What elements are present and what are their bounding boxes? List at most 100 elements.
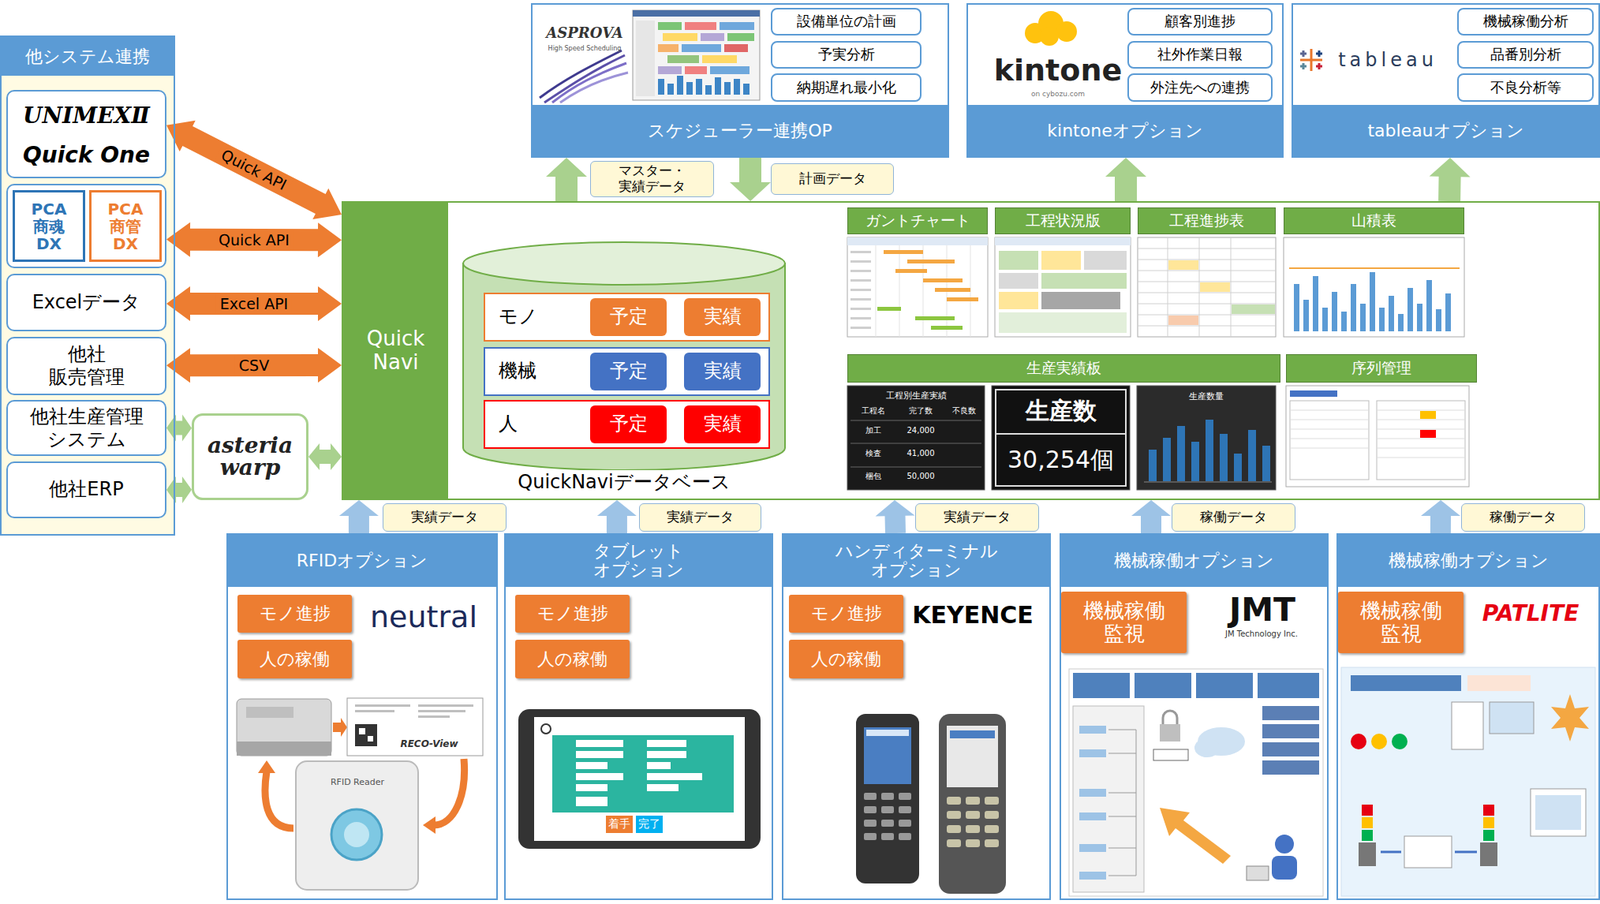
- band-title: スケジューラー連携OP: [532, 104, 948, 157]
- handheld-illustration-part-part: [946, 825, 961, 834]
- node-text: 人の稼働: [237, 639, 352, 679]
- node-text: 加工: [850, 423, 897, 438]
- tablet-illustration-part-part: [646, 751, 687, 759]
- scheduler-screenshot-part: [684, 66, 707, 75]
- status-button: 予定: [590, 298, 667, 337]
- handheld-illustration-part-part: [965, 811, 980, 819]
- jmt-system-illustration-part: [1108, 729, 1137, 876]
- node-text: 41,000: [897, 446, 944, 461]
- jmt-system-illustration-part-part: [1079, 788, 1107, 797]
- scheduler-screenshot-part: [662, 33, 698, 42]
- patlite-illustration-part: [1361, 804, 1495, 816]
- jmt-system-illustration-part: [1072, 672, 1320, 699]
- sequence-screenshot-part-part: [1289, 448, 1369, 449]
- tablet-illustration-part-part: [575, 796, 608, 807]
- gantt-screenshot-part-part: [850, 288, 872, 292]
- load-chart-screenshot-part-part: [1293, 284, 1300, 332]
- edge-label: Quick API: [214, 143, 294, 197]
- rfid-illustration-part: [332, 717, 348, 737]
- process-results-display-part: [850, 420, 982, 468]
- node-text: 機械稼働 監視: [1338, 591, 1464, 654]
- node-text: 他社 販売管理: [37, 338, 135, 394]
- patlite-illustration-part: [1341, 667, 1596, 897]
- jmt-system-illustration-part-part: [1262, 724, 1320, 739]
- node-text: Excelデータ: [7, 275, 165, 330]
- edge-label: 実績データ: [639, 503, 762, 532]
- load-chart-screenshot-part-part: [1426, 280, 1432, 332]
- sequence-screenshot-part: [1420, 429, 1436, 438]
- status-screenshot-part: [994, 237, 1131, 246]
- rfid-illustration-part: [236, 741, 332, 756]
- gantt-screenshot-part-part: [899, 245, 901, 337]
- load-chart-screenshot-part-part: [1388, 295, 1395, 332]
- feature-pill: 顧客別進捗: [1127, 7, 1273, 36]
- node-text: 工程別生産実績: [847, 388, 985, 404]
- rfid-illustration-part: [257, 760, 276, 774]
- rfid-illustration-part: [355, 724, 378, 747]
- feature-box: 人の稼働: [237, 639, 352, 679]
- output-chart-display-part-part: [1248, 429, 1257, 482]
- node-text: 工程進捗表: [1138, 208, 1275, 234]
- node-text: 人: [496, 401, 584, 448]
- rfid-illustration-part: [367, 736, 374, 742]
- sequence-screenshot-part: [1285, 385, 1470, 487]
- scheduler-screenshot-part: [684, 22, 717, 30]
- system-box: UNIMEXⅡQuick One: [6, 89, 167, 179]
- progress-screenshot-part-part: [1137, 325, 1276, 327]
- block-arrow: [1420, 500, 1461, 534]
- node-text: 品番別分析: [1458, 42, 1593, 68]
- gantt-screenshot-part-part: [877, 306, 901, 311]
- node-text: PCA 商管 DX: [89, 190, 162, 262]
- gantt-screenshot-part: [883, 250, 979, 302]
- node-text: モノ進捗: [515, 594, 630, 633]
- database-cylinder: QuickNaviデータベースモノ予定実績機械予定実績人予定実績: [462, 241, 786, 496]
- jmt-system-illustration-part-part: [1079, 749, 1107, 758]
- tablet-illustration-part-part: [646, 740, 687, 748]
- node-text: モノ: [496, 294, 584, 341]
- sequence-screenshot-part-part: [1376, 419, 1466, 421]
- rfid-illustration-part: [295, 761, 419, 890]
- jmt-system-illustration-part-part: [1079, 871, 1107, 880]
- gantt-screenshot-part-part: [850, 317, 872, 320]
- node-text: 納期遅れ最小化: [772, 74, 920, 101]
- handheld-illustration-part-part: [863, 819, 877, 827]
- status-screenshot-part: [1041, 250, 1081, 270]
- rfid-illustration-part-part: [355, 704, 411, 707]
- node-text: 外注先への連携: [1128, 74, 1272, 101]
- gantt-screenshot-part: [847, 237, 988, 337]
- tablet-illustration-part: [534, 717, 745, 842]
- load-chart-screenshot-part-part: [1445, 293, 1451, 332]
- jmt-system-illustration-part: [1153, 749, 1189, 761]
- block-arrow: [875, 500, 916, 534]
- jmt-system-illustration-part: [1271, 856, 1298, 880]
- node-text: 実績: [684, 298, 761, 337]
- kintone-cloud-part: [1056, 21, 1077, 42]
- illustration-label: 完了: [635, 815, 663, 834]
- process-results-display: [847, 385, 985, 490]
- load-chart-screenshot-part-part: [1341, 311, 1347, 332]
- feature-box: 機械稼働 監視: [1338, 591, 1464, 654]
- feature-pill: 予実分析: [770, 41, 922, 69]
- jmt-system-illustration-part: [1246, 866, 1269, 881]
- node-text: High Speed Scheduling: [538, 44, 631, 54]
- status-screenshot-part: [998, 250, 1039, 270]
- rfid-illustration-part-part: [355, 710, 395, 713]
- progress-screenshot-part: [1137, 237, 1276, 337]
- patlite-illustration-part: [1350, 675, 1462, 692]
- node-text: ASPROVA: [538, 20, 631, 45]
- block-arrow: [1105, 157, 1147, 202]
- output-chart-display: [1136, 385, 1276, 490]
- jmt-system-illustration-part-part: [1257, 672, 1320, 699]
- rfid-illustration-part: [355, 704, 474, 718]
- progress-screenshot-part-part: [1167, 237, 1169, 337]
- jmt-system-illustration-part-part: [1108, 848, 1137, 849]
- handheld-illustration-part-part: [898, 833, 912, 841]
- option-panel: タブレット オプションモノ進捗人の稼働: [504, 533, 774, 901]
- illustration-label: 着手: [605, 815, 633, 834]
- screen-header: 工程状況版: [994, 207, 1131, 235]
- handheld-illustration-part: [946, 796, 999, 848]
- output-chart-display-part-part: [1219, 433, 1228, 482]
- output-chart-display-part: [1143, 482, 1272, 483]
- tablet-illustration-part: [552, 735, 734, 813]
- block-arrow: [166, 347, 342, 383]
